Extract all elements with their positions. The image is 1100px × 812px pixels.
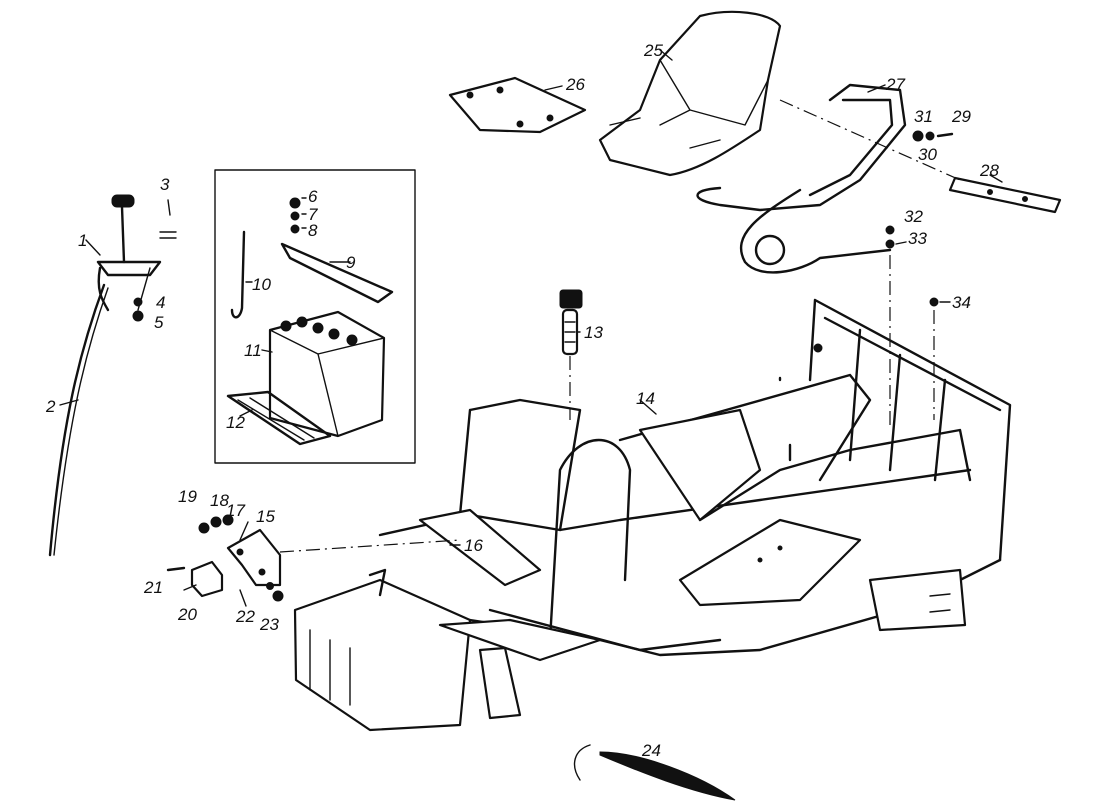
seat-strap (948, 176, 1062, 214)
callout-leaders (59, 49, 1003, 607)
battery-parts (226, 197, 394, 446)
callout-5: 5 (154, 313, 164, 332)
callout-16: 16 (464, 536, 483, 555)
ignition-switch (559, 289, 583, 420)
callout-28: 28 (979, 161, 999, 180)
callout-10: 10 (252, 275, 271, 294)
callout-20: 20 (177, 605, 197, 624)
callout-24: 24 (641, 741, 661, 760)
callout-33: 33 (908, 229, 927, 248)
callout-29: 29 (951, 107, 971, 126)
callout-30: 30 (918, 145, 937, 164)
spring-rod (573, 744, 736, 801)
callout-1: 1 (78, 231, 87, 250)
callout-7: 7 (308, 205, 318, 224)
callout-25: 25 (643, 41, 663, 60)
callout-9: 9 (346, 253, 356, 272)
callout-13: 13 (584, 323, 603, 342)
callout-2: 2 (45, 397, 56, 416)
callout-26: 26 (565, 75, 585, 94)
callout-15: 15 (256, 507, 275, 526)
battery-inset-frame (214, 169, 416, 464)
seat-bracket (696, 83, 907, 274)
callout-34: 34 (952, 293, 971, 312)
throttle-cable (48, 283, 109, 557)
bracket-assembly (166, 514, 461, 602)
main-frame (293, 298, 1012, 732)
callout-11: 11 (244, 341, 262, 360)
callout-4: 4 (156, 293, 165, 312)
callout-3: 3 (160, 175, 170, 194)
seat-panel (448, 76, 587, 134)
callout-31: 31 (914, 107, 933, 126)
callout-18: 18 (210, 491, 229, 510)
seat (598, 10, 782, 177)
callout-21: 21 (143, 578, 163, 597)
callout-19: 19 (178, 487, 197, 506)
callout-27: 27 (885, 75, 905, 94)
callout-32: 32 (904, 207, 923, 226)
callout-6: 6 (308, 187, 318, 206)
callout-8: 8 (308, 221, 318, 240)
seat-hardware (779, 99, 961, 430)
callout-14: 14 (636, 389, 655, 408)
callout-labels: 1 2 3 4 5 6 7 8 9 10 11 12 13 14 15 16 1… (45, 41, 999, 760)
callout-22: 22 (235, 607, 255, 626)
callout-17: 17 (226, 501, 245, 520)
callout-12: 12 (226, 413, 245, 432)
callout-23: 23 (259, 615, 279, 634)
